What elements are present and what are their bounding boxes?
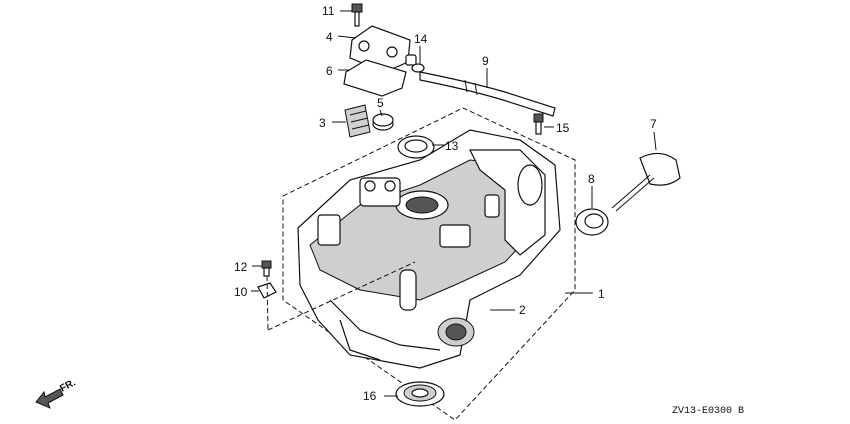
clip-10: [257, 282, 277, 299]
filter-element: [344, 104, 371, 138]
oil-seal-13: [397, 135, 435, 159]
callout-3: 3: [319, 116, 326, 130]
washer-8: [575, 208, 609, 236]
callout-6: 6: [326, 64, 333, 78]
direction-arrow-icon: [35, 388, 64, 409]
hose-clip: [411, 63, 425, 73]
direction-label: FR.: [58, 377, 78, 394]
front-direction-indicator: FR.: [35, 377, 78, 409]
breather-cover: [343, 25, 417, 97]
bolt-15: [533, 113, 544, 135]
callout-2: 2: [519, 303, 526, 317]
bolt-12: [261, 260, 272, 277]
crankcase-body: [297, 129, 561, 369]
callout-16: 16: [363, 389, 377, 403]
callout-12: 12: [234, 260, 248, 274]
callout-4: 4: [326, 30, 333, 44]
bolt-11: [351, 3, 363, 27]
callout-13: 13: [445, 139, 459, 153]
callout-15: 15: [556, 121, 570, 135]
leader-lines: [251, 10, 657, 397]
assembly-boundary: [282, 107, 576, 421]
callout-14: 14: [414, 32, 428, 46]
callout-9: 9: [482, 54, 489, 68]
callout-5: 5: [377, 96, 384, 110]
breather-hose: [419, 71, 556, 117]
diagram-code: ZV13-E0300 B: [672, 406, 744, 417]
callout-7: 7: [650, 117, 657, 131]
callout-8: 8: [588, 172, 595, 186]
callout-10: 10: [234, 285, 248, 299]
bearing-16: [395, 381, 445, 407]
callout-1: 1: [598, 287, 605, 301]
callout-11: 11: [322, 4, 335, 18]
plug-5: [372, 113, 394, 131]
oil-dipstick: [611, 152, 681, 212]
